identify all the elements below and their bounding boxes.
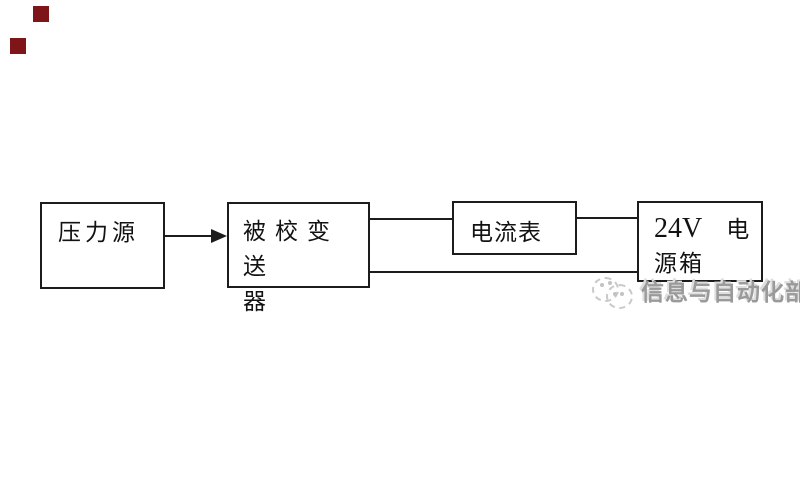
node-power-label-dian: 电	[726, 217, 750, 242]
node-transmitter-label-line1: 被校变送	[243, 219, 339, 279]
node-pressure-source-label: 压力源	[58, 220, 139, 245]
node-transmitter-under-calibration: 被校变送 器	[227, 202, 370, 314]
node-transmitter-label-line2: 器	[243, 289, 266, 314]
red-square-marker-1	[33, 6, 49, 22]
connector-transmitter-to-power	[370, 271, 637, 273]
arrowhead-icon	[211, 229, 227, 243]
node-24v-power-box: 24V 电 源箱	[637, 201, 763, 282]
node-pressure-source: 压力源	[40, 202, 165, 289]
watermark-logo-dot	[608, 281, 612, 285]
red-square-marker-2	[10, 38, 26, 54]
connector-transmitter-to-ammeter	[370, 218, 452, 220]
watermark-logo-dot	[613, 292, 617, 296]
watermark-logo-dot	[600, 283, 604, 287]
connector-ammeter-to-power	[577, 217, 637, 219]
node-ammeter-label: 电流表	[470, 220, 542, 245]
node-ammeter: 电流表	[452, 201, 577, 255]
watermark-text: 信息与自动化部	[641, 279, 800, 305]
node-power-label-24v: 24V	[654, 213, 703, 244]
node-power-label-line2: 源箱	[654, 251, 704, 276]
watermark-logo-dot	[620, 292, 624, 296]
connector-pressure-to-transmitter	[165, 235, 213, 237]
watermark-logo-circle-2	[606, 284, 633, 309]
